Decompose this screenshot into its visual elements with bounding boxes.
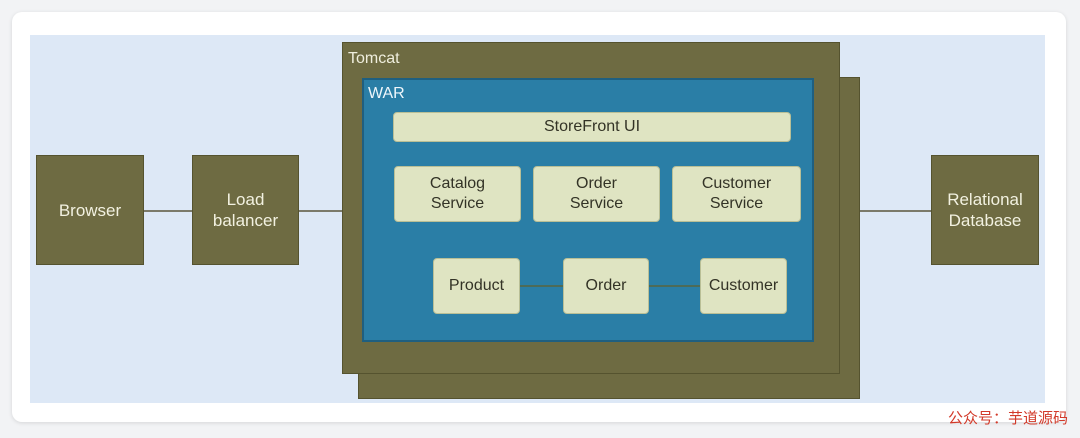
storefront-ui-box: StoreFront UI bbox=[393, 112, 791, 142]
connector-browser-lb bbox=[143, 210, 193, 212]
customer-service-box: Customer Service bbox=[672, 166, 801, 222]
connector-product-order bbox=[518, 285, 564, 287]
connector-war-database bbox=[814, 210, 932, 212]
customer-box: Customer bbox=[700, 258, 787, 314]
order-box: Order bbox=[563, 258, 649, 314]
war-label: WAR bbox=[368, 85, 405, 102]
watermark-text: 公众号：芋道源码 bbox=[947, 409, 1068, 427]
load-balancer-node: Load balancer bbox=[192, 155, 299, 265]
connector-order-customer bbox=[647, 285, 701, 287]
relational-database-node: Relational Database bbox=[931, 155, 1039, 265]
browser-node: Browser bbox=[36, 155, 144, 265]
connector-lb-tomcat bbox=[298, 210, 342, 212]
tomcat-label: Tomcat bbox=[348, 50, 400, 67]
product-box: Product bbox=[433, 258, 520, 314]
order-service-box: Order Service bbox=[533, 166, 660, 222]
catalog-service-box: Catalog Service bbox=[394, 166, 521, 222]
